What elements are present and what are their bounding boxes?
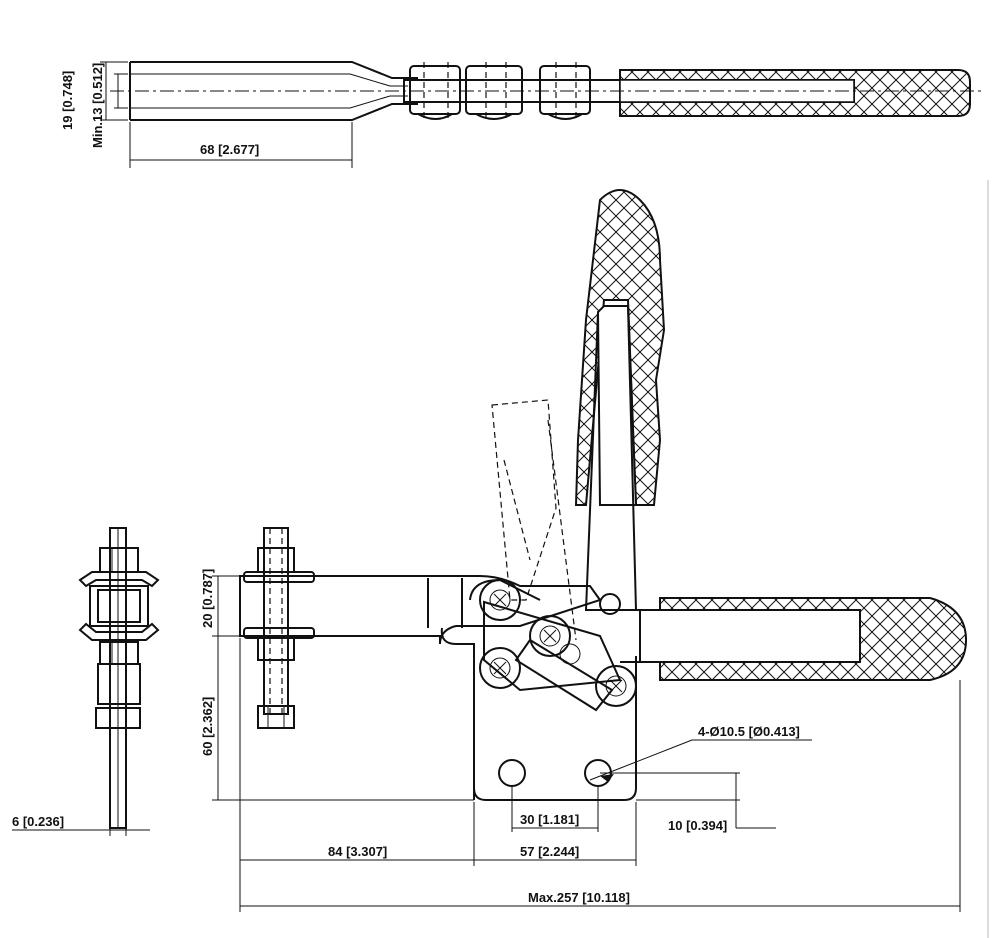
end-view — [12, 527, 160, 836]
dim-hole-pitch: 30 [1.181] — [520, 812, 579, 827]
dim-base-width: 57 [2.244] — [520, 844, 579, 859]
dim-max-length: Max.257 [10.118] — [528, 890, 630, 905]
dim-hole-offset: 10 [0.394] — [668, 818, 727, 833]
dim-top-length: 68 [2.677] — [200, 142, 259, 157]
top-view — [100, 61, 982, 168]
dim-base-height: 60 [2.362] — [200, 697, 215, 756]
dim-reach: 84 [3.307] — [328, 844, 387, 859]
dim-spindle-width: 6 [0.236] — [12, 814, 64, 829]
dim-hole-spec: 4-Ø10.5 [Ø0.413] — [698, 724, 800, 739]
dim-arm-thickness: 20 [0.787] — [200, 569, 215, 628]
front-view — [212, 189, 968, 912]
pivot-pins — [479, 579, 637, 707]
dim-min-gap: Min.13 [0.512] — [90, 63, 105, 148]
dim-total-height: 19 [0.748] — [60, 71, 75, 130]
